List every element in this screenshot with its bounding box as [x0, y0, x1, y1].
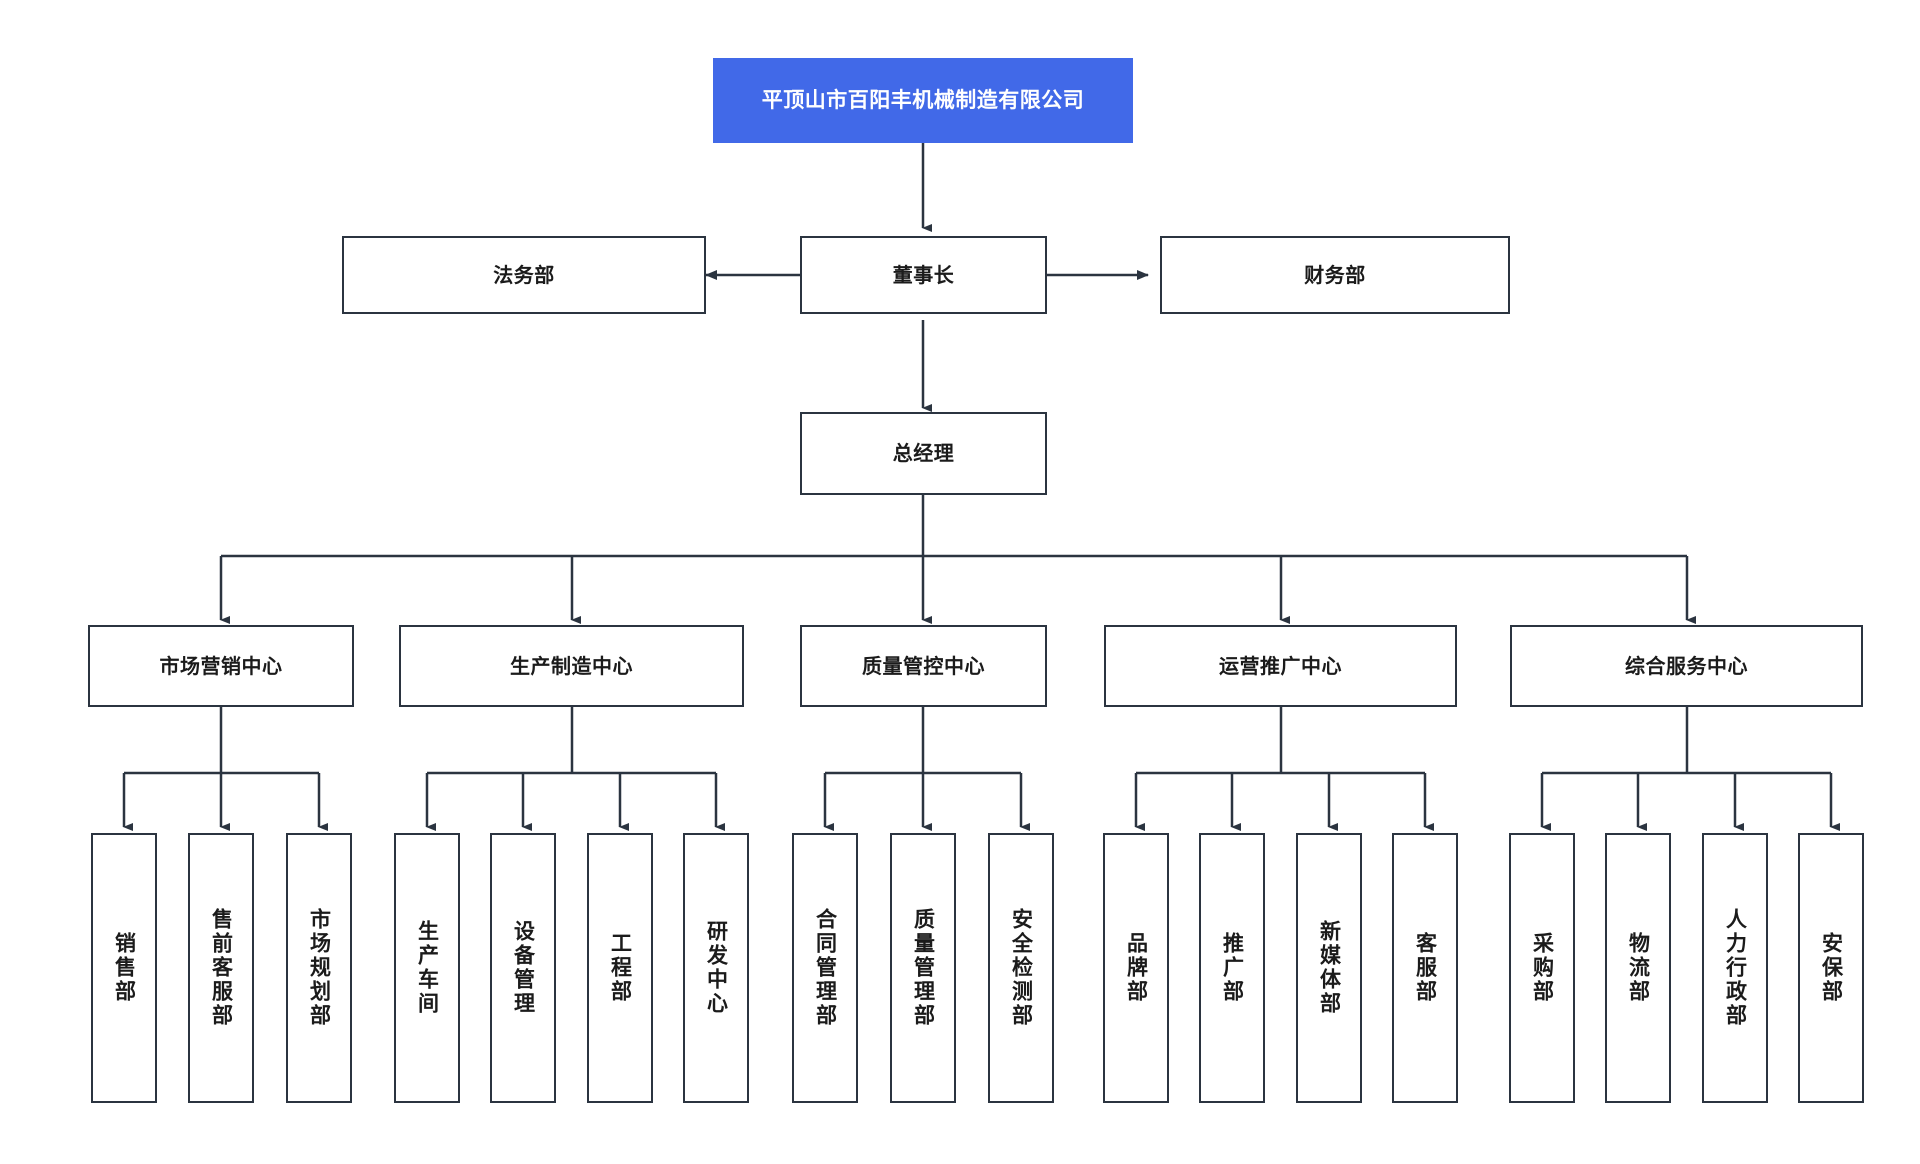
node-chairman[interactable]: 董事长 — [800, 236, 1047, 314]
node-dept-equipment-management[interactable]: 设备管理 — [490, 833, 556, 1103]
node-label-dept-new-media: 新媒体部 — [1317, 920, 1342, 1016]
node-label-dept-quality-management: 质量管理部 — [911, 908, 936, 1028]
node-label-dept-market-planning: 市场规划部 — [307, 908, 332, 1028]
node-label-dept-contract-management: 合同管理部 — [813, 908, 838, 1028]
node-label-center-quality: 质量管控中心 — [862, 653, 985, 678]
node-dept-sales[interactable]: 销售部 — [91, 833, 157, 1103]
node-dept-production-workshop[interactable]: 生产车间 — [394, 833, 460, 1103]
node-general-manager[interactable]: 总经理 — [800, 412, 1047, 495]
node-dept-logistics[interactable]: 物流部 — [1605, 833, 1671, 1103]
node-label-dept-brand: 品牌部 — [1124, 932, 1149, 1004]
node-center-quality[interactable]: 质量管控中心 — [800, 625, 1047, 707]
node-dept-brand[interactable]: 品牌部 — [1103, 833, 1169, 1103]
node-dept-contract-management[interactable]: 合同管理部 — [792, 833, 858, 1103]
node-finance-department[interactable]: 财务部 — [1160, 236, 1510, 314]
node-label-dept-customer-service: 客服部 — [1413, 932, 1438, 1004]
node-dept-security[interactable]: 安保部 — [1798, 833, 1864, 1103]
node-dept-safety-inspection[interactable]: 安全检测部 — [988, 833, 1054, 1103]
node-label-dept-hr-admin: 人力行政部 — [1723, 908, 1748, 1028]
node-label-chairman: 董事长 — [892, 262, 955, 287]
node-label-company: 平顶山市百阳丰机械制造有限公司 — [761, 88, 1085, 113]
node-label-dept-production-workshop: 生产车间 — [415, 920, 440, 1016]
node-label-center-marketing: 市场营销中心 — [159, 653, 283, 678]
node-label-dept-sales: 销售部 — [112, 932, 137, 1004]
node-dept-rnd-center[interactable]: 研发中心 — [683, 833, 749, 1103]
node-center-production[interactable]: 生产制造中心 — [399, 625, 744, 707]
node-label-dept-logistics: 物流部 — [1626, 932, 1651, 1004]
node-label-finance: 财务部 — [1304, 262, 1366, 287]
node-dept-quality-management[interactable]: 质量管理部 — [890, 833, 956, 1103]
node-label-dept-equipment-management: 设备管理 — [511, 920, 536, 1016]
node-label-dept-rnd-center: 研发中心 — [704, 920, 729, 1016]
node-center-marketing[interactable]: 市场营销中心 — [88, 625, 354, 707]
node-label-dept-presales-service: 售前客服部 — [209, 908, 234, 1028]
node-dept-hr-admin[interactable]: 人力行政部 — [1702, 833, 1768, 1103]
node-legal-department[interactable]: 法务部 — [342, 236, 706, 314]
node-label-legal: 法务部 — [493, 262, 555, 287]
node-center-operations[interactable]: 运营推广中心 — [1104, 625, 1457, 707]
node-dept-customer-service[interactable]: 客服部 — [1392, 833, 1458, 1103]
node-dept-presales-service[interactable]: 售前客服部 — [188, 833, 254, 1103]
node-dept-promotion[interactable]: 推广部 — [1199, 833, 1265, 1103]
node-label-dept-safety-inspection: 安全检测部 — [1009, 908, 1034, 1028]
node-label-center-operations: 运营推广中心 — [1219, 653, 1342, 678]
node-center-services[interactable]: 综合服务中心 — [1510, 625, 1863, 707]
node-label-dept-promotion: 推广部 — [1220, 932, 1245, 1004]
node-label-dept-engineering: 工程部 — [608, 932, 633, 1004]
node-label-general-manager: 总经理 — [892, 441, 955, 465]
node-dept-engineering[interactable]: 工程部 — [587, 833, 653, 1103]
node-label-dept-procurement: 采购部 — [1530, 932, 1555, 1004]
node-dept-market-planning[interactable]: 市场规划部 — [286, 833, 352, 1103]
node-label-dept-security: 安保部 — [1819, 932, 1844, 1004]
node-dept-procurement[interactable]: 采购部 — [1509, 833, 1575, 1103]
node-dept-new-media[interactable]: 新媒体部 — [1296, 833, 1362, 1103]
node-label-center-services: 综合服务中心 — [1625, 653, 1748, 678]
node-label-center-production: 生产制造中心 — [510, 653, 633, 678]
node-company-root[interactable]: 平顶山市百阳丰机械制造有限公司 — [713, 58, 1133, 143]
